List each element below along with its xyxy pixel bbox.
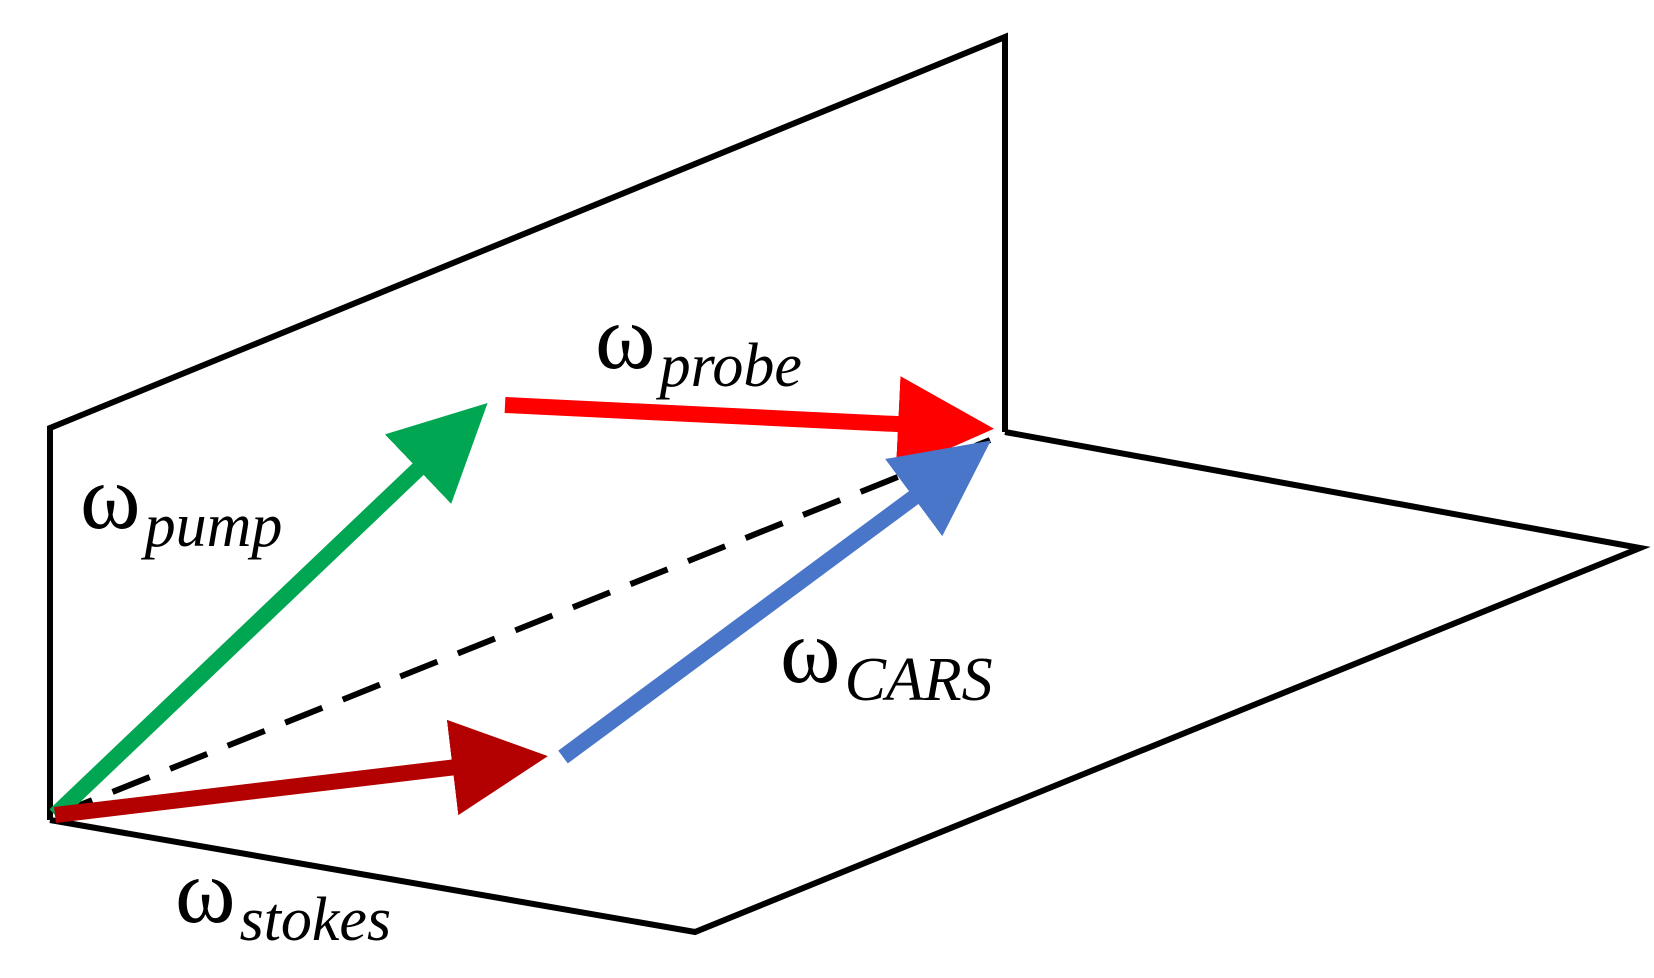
stokes-arrow xyxy=(54,719,548,823)
label-pump: ωpump xyxy=(80,446,282,560)
label-probe: ωprobe xyxy=(595,286,802,400)
label-stokes: ωstokes xyxy=(175,840,391,954)
label-cars: ωCARS xyxy=(780,600,993,714)
cars-arrow xyxy=(558,440,991,764)
horizontal-plane-outline xyxy=(49,429,1651,936)
dashed-resultant-line xyxy=(53,437,992,818)
probe-arrow xyxy=(504,376,994,473)
vertical-plane-outline xyxy=(47,32,1008,820)
pump-arrow xyxy=(49,402,488,821)
